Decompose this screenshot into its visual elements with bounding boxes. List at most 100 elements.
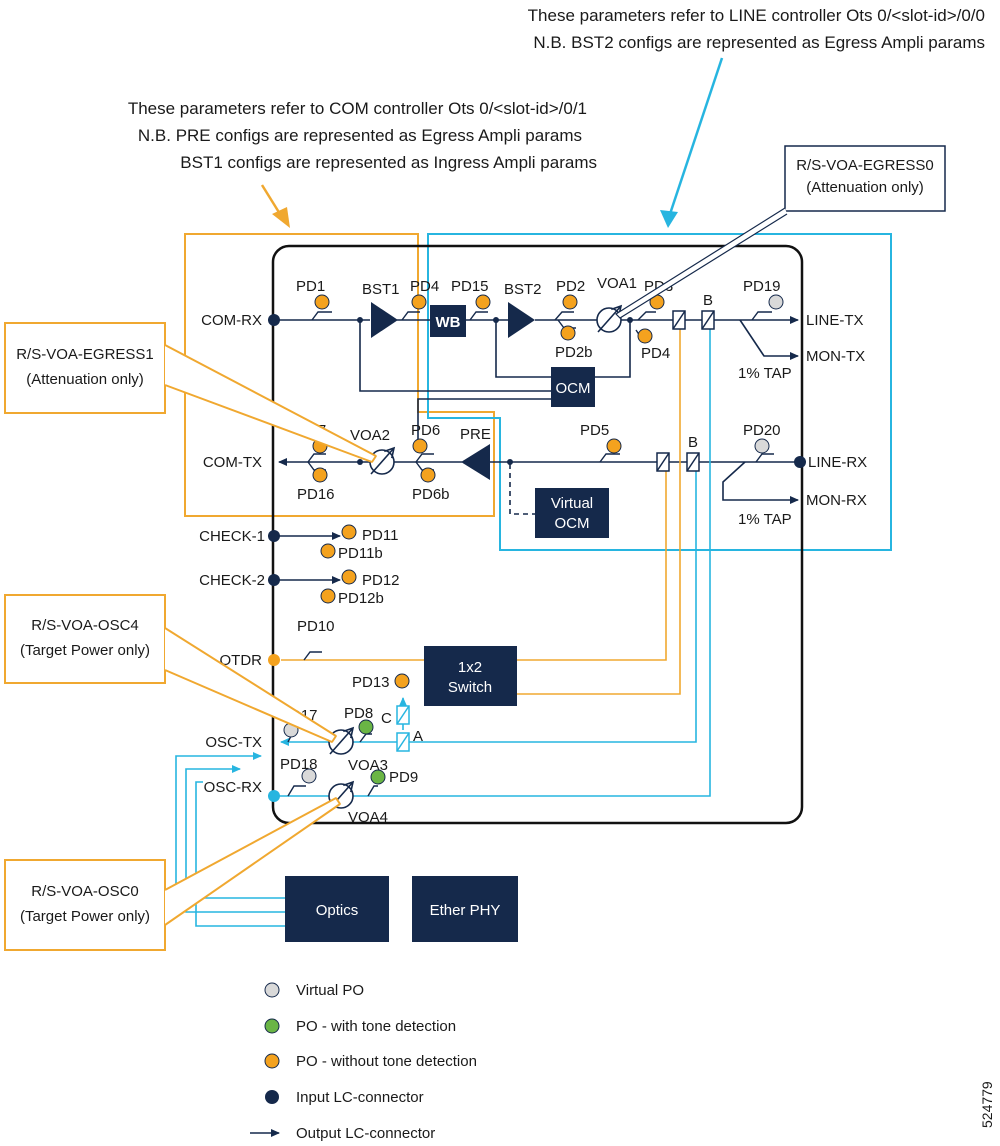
legend-virtual-po-swatch (264, 982, 280, 998)
osc-couplers (396, 705, 410, 752)
pd6b-dot (420, 467, 436, 483)
a-label: A (413, 728, 423, 745)
legend-po-tone-swatch (264, 1018, 280, 1034)
pd1-dot (314, 294, 330, 310)
osc0-pointer (164, 797, 341, 926)
legend-po-tone-label: PO - with tone detection (296, 1018, 456, 1035)
pd5-label: PD5 (580, 422, 609, 439)
pd6-label: PD6 (411, 422, 440, 439)
orange-paths (281, 326, 681, 695)
pd18-label: PD18 (280, 756, 318, 773)
line-rx-label: LINE-RX (808, 454, 867, 471)
pre-label: PRE (460, 426, 491, 443)
pd9-dot (370, 769, 386, 785)
pd2-label: PD2 (556, 278, 585, 295)
line-note-1: These parameters refer to LINE controlle… (528, 6, 985, 25)
mid-junction-4 (357, 459, 363, 465)
optics-block (285, 876, 389, 942)
b-top-label: B (703, 292, 713, 309)
mid-junction-1 (357, 317, 363, 323)
switch-label-1: 1x2 (458, 659, 482, 676)
pd12-label: PD12 (362, 572, 400, 589)
virtual-ocm-label-1: Virtual (551, 495, 593, 512)
pd12b-label: PD12b (338, 590, 384, 607)
osc4-callout (4, 594, 166, 684)
egress1-pointer (164, 344, 377, 463)
voa1 (596, 304, 623, 333)
pd8-dot (358, 719, 374, 735)
legend-po-no-tone-label: PO - without tone detection (296, 1053, 477, 1070)
com-tx-label: COM-TX (203, 454, 262, 471)
check-1-label: CHECK-1 (199, 528, 265, 545)
pd19-dot (768, 294, 784, 310)
egress0-callout (784, 145, 946, 212)
wb-block (430, 305, 466, 337)
mid-junction-5 (507, 459, 513, 465)
c-label: C (381, 710, 392, 727)
pd16-label: PD16 (297, 486, 335, 503)
com-note-1: These parameters refer to COM controller… (128, 99, 587, 118)
wb-label: WB (436, 314, 461, 331)
com-note-2: N.B. PRE configs are represented as Egre… (138, 126, 582, 145)
voa4-label: VOA4 (348, 809, 388, 826)
pd5-dot (606, 438, 622, 454)
com-rx-connector (268, 314, 280, 326)
virtual-ocm-link (509, 464, 535, 515)
pd2b-label: PD2b (555, 344, 593, 361)
ocm-label: OCM (556, 380, 591, 397)
pd13-label: PD13 (352, 674, 390, 691)
ocm-block (551, 367, 595, 407)
line-rx-connector (794, 456, 806, 468)
switch-block (424, 646, 517, 706)
legend-input-lc-swatch (265, 1090, 279, 1104)
pd15-label: PD15 (451, 278, 489, 295)
pd8-label: PD8 (344, 705, 373, 722)
pd10-label: PD10 (297, 618, 335, 635)
osc0-subtitle: (Target Power only) (20, 908, 150, 925)
bst1-label: BST1 (362, 281, 400, 298)
osc-tx-label: OSC-TX (205, 734, 262, 751)
figure-id: 524779 (979, 1081, 995, 1128)
otdr-label: OTDR (220, 652, 263, 669)
pd4b-dot (637, 328, 653, 344)
optics-label: Optics (316, 902, 359, 919)
line-note-arrow (668, 57, 724, 215)
couplers (656, 310, 715, 472)
bst1-amplifier (371, 302, 398, 338)
osc4-title: R/S-VOA-OSC4 (31, 617, 139, 634)
line-note-arrowhead (660, 210, 678, 228)
com-note-arrow (260, 184, 282, 215)
navy-paths (274, 316, 800, 584)
pd19-label: PD19 (743, 278, 781, 295)
egress1-title: R/S-VOA-EGRESS1 (16, 346, 154, 363)
osc-rx-connector (268, 790, 280, 802)
com-rx-label: COM-RX (201, 312, 262, 329)
legend-output-lc-label: Output LC-connector (296, 1125, 435, 1142)
line-controller-region (427, 233, 892, 551)
pd6-dot (412, 438, 428, 454)
pd20-label: PD20 (743, 422, 781, 439)
otdr-connector (268, 654, 280, 666)
pd12b-dot (320, 588, 336, 604)
pd2-dot (562, 294, 578, 310)
osc0-callout (4, 859, 166, 951)
egress0-subtitle: (Attenuation only) (806, 179, 924, 196)
check-2-connector (268, 574, 280, 586)
com-controller-region (184, 233, 495, 517)
mon-tx-label: MON-TX (806, 348, 865, 365)
pd13-dot (394, 673, 410, 689)
mid-junction-2 (493, 317, 499, 323)
pd11-label: PD11 (362, 527, 398, 544)
com-note-arrowhead (272, 207, 290, 228)
tap-tx-label: 1% TAP (738, 365, 792, 382)
mid-junction-3 (627, 317, 633, 323)
check-2-label: CHECK-2 (199, 572, 265, 589)
egress1-subtitle: (Attenuation only) (26, 371, 144, 388)
pd12-dot (341, 569, 357, 585)
osc4-subtitle: (Target Power only) (20, 642, 150, 659)
switch-label-2: Switch (448, 679, 492, 696)
pd11-dot (341, 524, 357, 540)
line-note-2: N.B. BST2 configs are represented as Egr… (533, 33, 985, 52)
pd11b-label: PD11b (338, 545, 383, 562)
